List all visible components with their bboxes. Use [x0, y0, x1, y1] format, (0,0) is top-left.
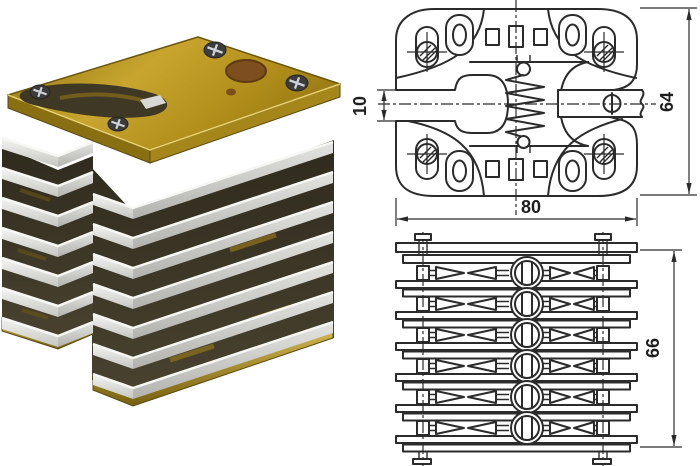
terminal-hole — [225, 59, 267, 96]
spring-symbol — [505, 55, 545, 153]
top-view-drawing: 10 64 80 — [350, 0, 697, 226]
dim-label-height-64: 64 — [657, 92, 677, 112]
dimension-slot-10: 10 — [350, 89, 396, 122]
mounting-screws — [406, 26, 625, 180]
dim-label-stack-66: 66 — [643, 338, 663, 358]
dimension-width-80: 80 — [395, 197, 638, 226]
keyhole-cutout — [19, 83, 168, 118]
plate-screws — [29, 41, 309, 132]
side-view-drawing: 66 — [395, 232, 682, 466]
stud-bolts — [412, 232, 612, 466]
dim-label-slot-10: 10 — [350, 96, 370, 116]
dimension-height-64: 64 — [640, 7, 697, 196]
stack-interior — [2, 140, 334, 400]
product-photo — [0, 36, 341, 407]
dimension-stack-66: 66 — [640, 249, 682, 448]
square-holes — [485, 25, 548, 181]
dim-label-width-80: 80 — [521, 197, 541, 217]
top-plate — [7, 36, 341, 164]
